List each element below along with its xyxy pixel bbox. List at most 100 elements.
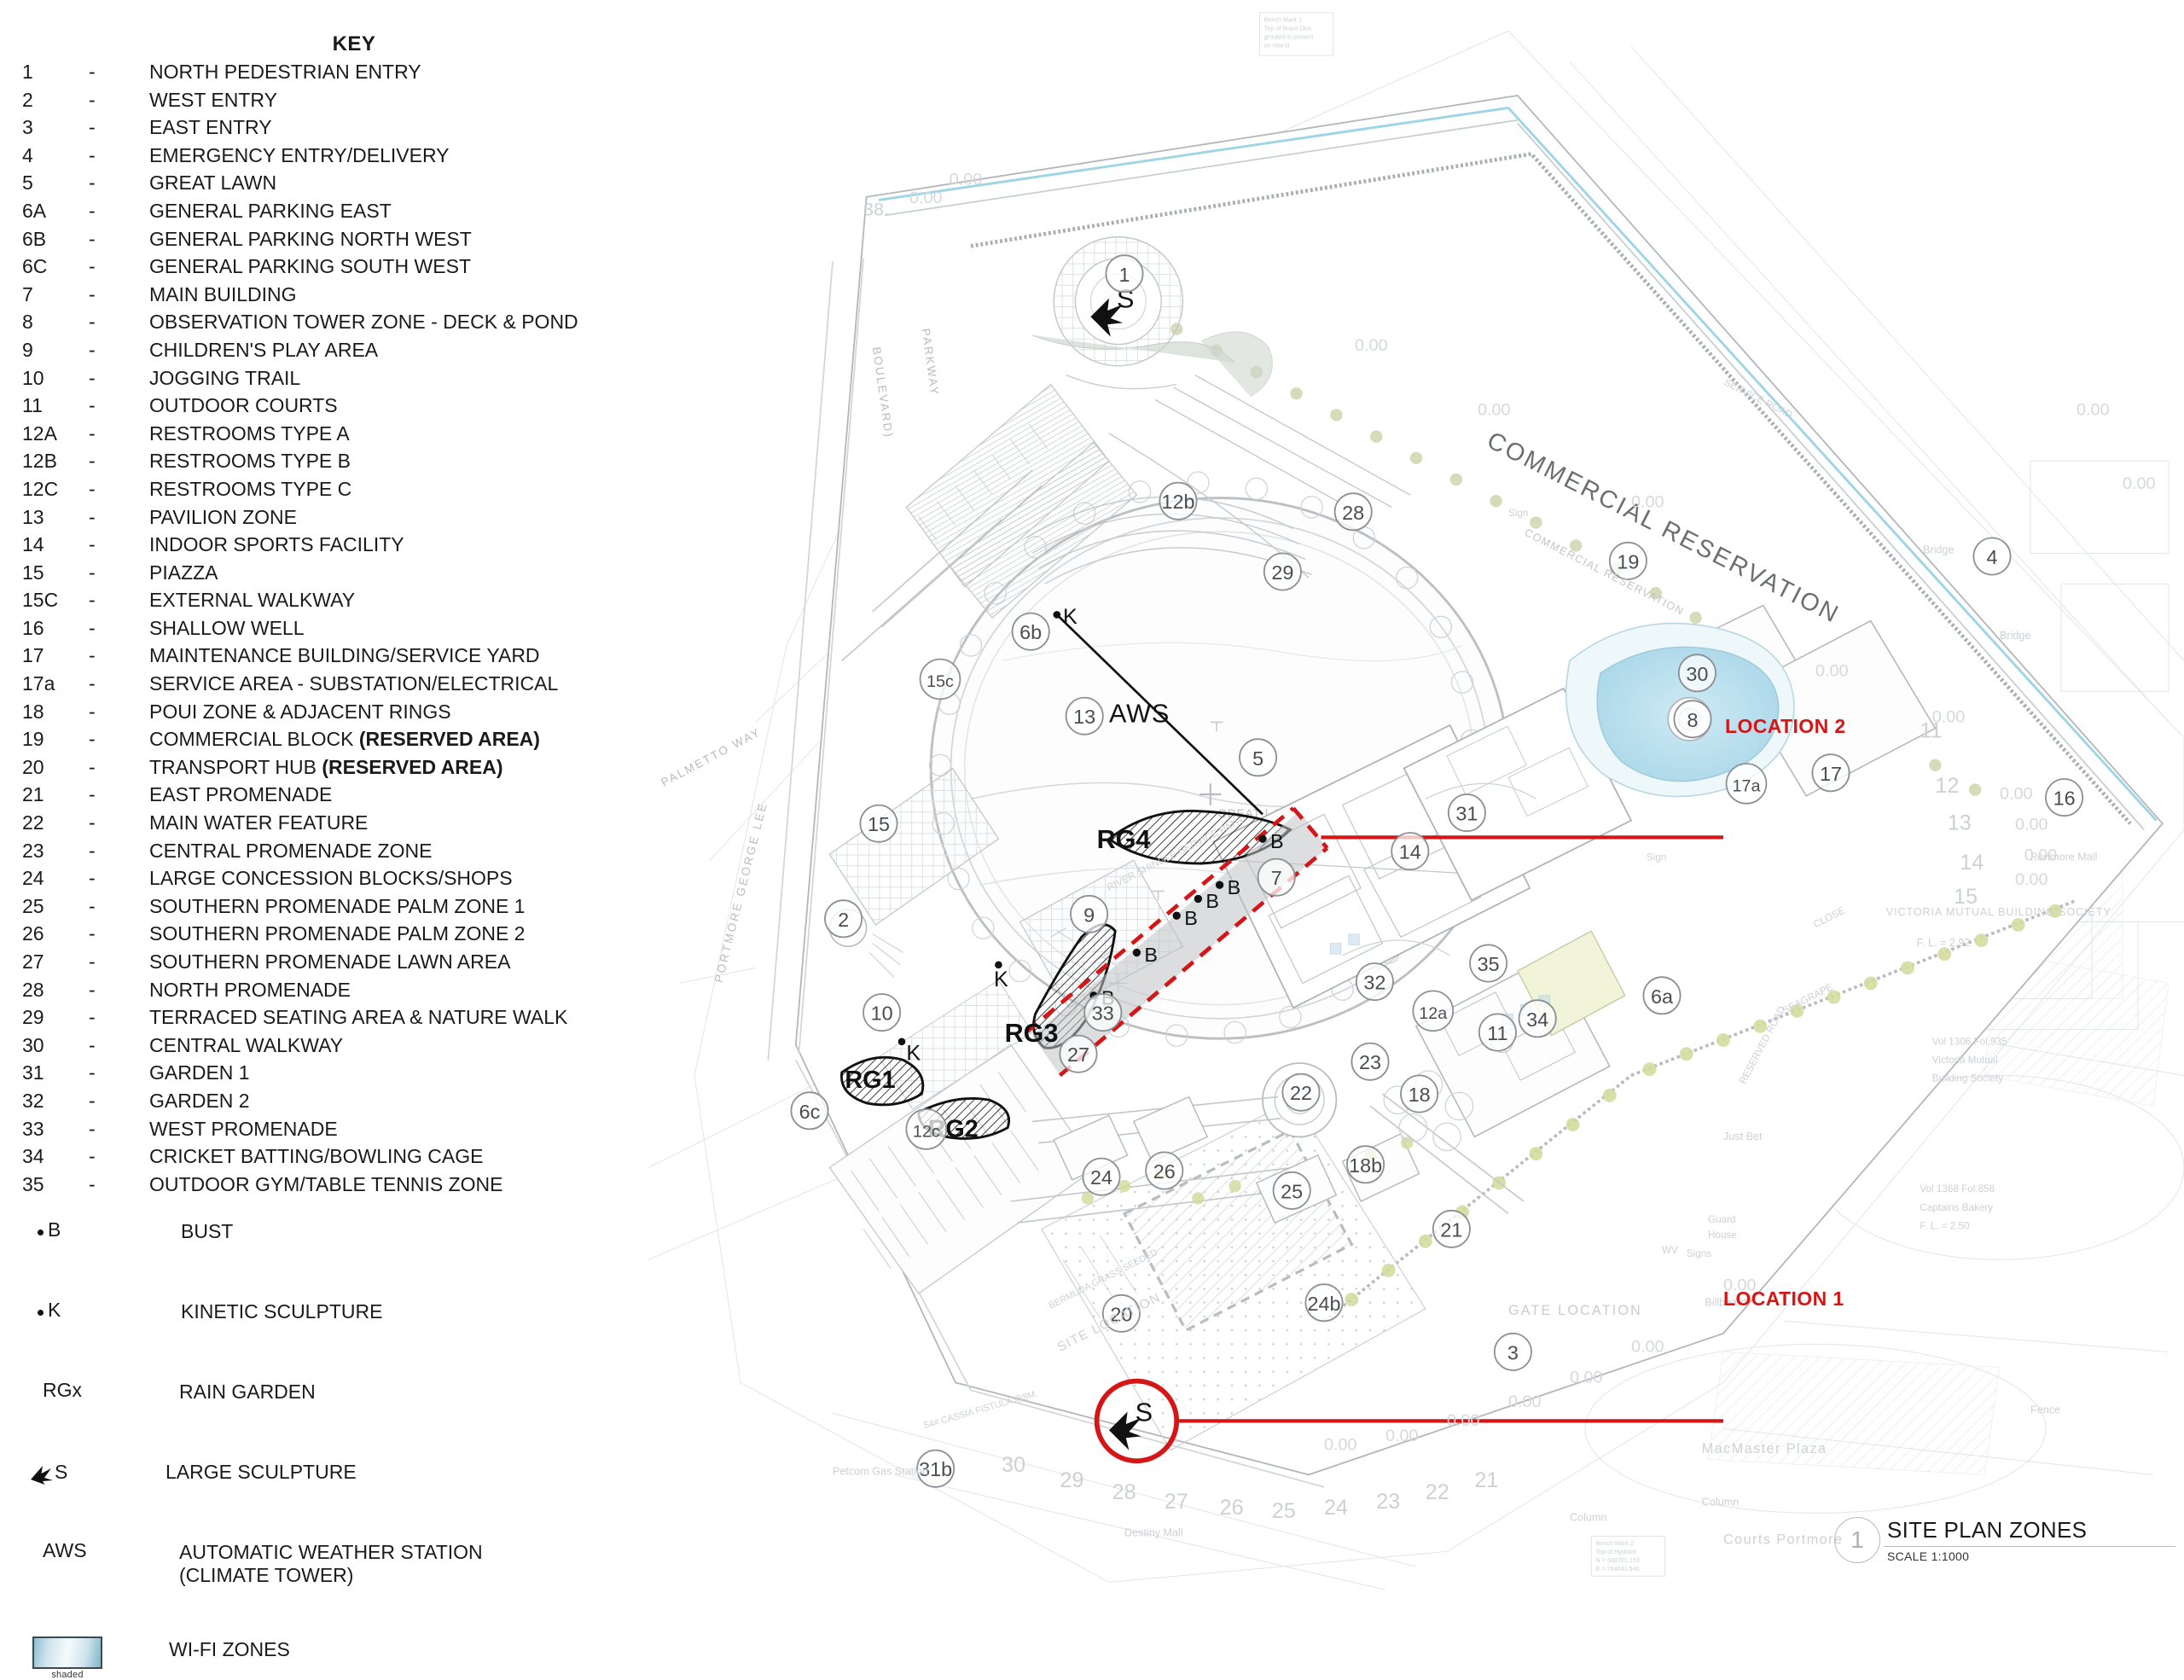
key-row-label: RESTROOMS TYPE C <box>149 477 352 500</box>
zone-bubble-circle <box>859 804 898 843</box>
north-bearing-label: 38. <box>863 198 889 219</box>
svg-text:21: 21 <box>1474 1468 1498 1492</box>
zone-bubble-circle <box>863 993 902 1032</box>
svg-text:27: 27 <box>1165 1490 1188 1514</box>
zone-bubble-12: 12b <box>1159 481 1198 520</box>
symbol-legend-label-line1: WI-FI ZONES <box>169 1638 290 1660</box>
key-row: 4-EMERGENCY ENTRY/DELIVERY <box>22 142 705 170</box>
svg-text:GATE LOCATION: GATE LOCATION <box>1508 1303 1642 1318</box>
key-row-number: 21 <box>22 783 44 806</box>
key-row-number: 12A <box>22 421 57 445</box>
svg-text:N = 688701.153: N = 688701.153 <box>1596 1556 1640 1564</box>
key-row: 18-POUI ZONE & ADJACENT RINGS <box>22 698 705 726</box>
key-row-separator: - <box>89 616 96 639</box>
zone-bubble-circle <box>905 1108 948 1150</box>
zone-bubble-31: 31 <box>1447 793 1486 833</box>
wifi-zone-swatch <box>32 1636 102 1669</box>
map-markers: B B B B B B K K K AWS RG4 RG3 RG1 RG2 S … <box>845 284 1284 1450</box>
svg-text:0.00: 0.00 <box>909 189 943 207</box>
zone-bubble-label: 24b <box>1307 1293 1340 1315</box>
key-row-number: 16 <box>22 616 44 639</box>
bust-marker: B <box>1132 944 1158 966</box>
svg-text:F. L. = 2.92: F. L. = 2.92 <box>1917 937 1971 949</box>
zone-bubble-28: 28 <box>1333 492 1373 532</box>
svg-text:Portmore Mall: Portmore Mall <box>2030 851 2097 863</box>
key-row-separator: - <box>89 421 96 445</box>
key-row-separator: - <box>89 700 96 723</box>
symbol-legend-label: KINETIC SCULPTURE <box>181 1299 705 1323</box>
zone-bubble-label: 27 <box>1067 1043 1089 1066</box>
symbol-legend-label: WI-FI ZONES <box>169 1636 705 1661</box>
seagrape-tree-band <box>1322 898 2077 1322</box>
key-row-separator: - <box>89 867 96 890</box>
key-row-separator: - <box>89 282 96 305</box>
symbol-legend-mark: S <box>22 1459 166 1490</box>
key-row-label: EAST PROMENADE <box>149 783 333 806</box>
key-row-label: MAIN WATER FEATURE <box>149 811 369 834</box>
symbol-legend-label: LARGE SCULPTURE <box>166 1459 705 1484</box>
site-plan-drawing: GREAT LAWN <box>648 0 2184 1596</box>
svg-text:Billboard: Billboard <box>1705 1296 1746 1308</box>
zone-bubble-label: 5 <box>1252 747 1263 770</box>
key-row: 21-EAST PROMENADE <box>22 781 705 809</box>
zone-bubble-circle <box>1346 1145 1385 1184</box>
zone-bubble-label: 14 <box>1399 841 1421 863</box>
key-row: 12B-RESTROOMS TYPE B <box>22 447 705 475</box>
zone-bubble-circle <box>1159 481 1198 520</box>
svg-text:Sign: Sign <box>1647 852 1666 863</box>
location-1-circle <box>1094 1378 1180 1464</box>
key-row-separator: - <box>89 1006 96 1029</box>
zone-bubble-2: 2 <box>824 899 863 939</box>
svg-text:12: 12 <box>1935 774 1959 798</box>
zone-bubble-label: 28 <box>1342 502 1364 524</box>
key-row-label: WEST ENTRY <box>149 88 277 111</box>
zone-bubble-label: 17a <box>1732 776 1760 795</box>
svg-text:Petcom Gas Station: Petcom Gas Station <box>833 1465 928 1477</box>
zone-bubble-circle <box>1105 254 1144 294</box>
svg-text:B: B <box>1205 890 1219 912</box>
key-row: 25-SOUTHERN PROMENADE PALM ZONE 1 <box>22 892 705 921</box>
key-row: 17a-SERVICE AREA - SUBSTATION/ELECTRICAL <box>22 670 705 698</box>
zone-bubble-label: 34 <box>1526 1009 1548 1031</box>
key-row-label: CRICKET BATTING/BOWLING CAGE <box>149 1145 484 1168</box>
maintenance-building <box>1740 619 1937 797</box>
zone-bubble-label: 22 <box>1290 1082 1312 1104</box>
large-sculpture-icon <box>31 1466 53 1485</box>
key-title-text: KEY <box>332 32 376 55</box>
symbol-legend-mark: K <box>22 1299 181 1329</box>
zone-bubble-label: 15 <box>868 813 890 835</box>
key-row-number: 12B <box>22 450 57 473</box>
key-row-label: EMERGENCY ENTRY/DELIVERY <box>149 143 450 166</box>
svg-text:0.00: 0.00 <box>2015 870 2048 889</box>
key-row-label: WEST PROMENADE <box>149 1117 338 1140</box>
zone-bubble-circle <box>1333 492 1373 532</box>
zone-bubble-label: 29 <box>1271 561 1293 584</box>
zone-bubble-label: 13 <box>1073 706 1095 728</box>
zone-bubble-label: 3 <box>1507 1341 1519 1363</box>
zone-bubble-circle <box>1642 976 1682 1015</box>
svg-text:29: 29 <box>1060 1468 1083 1492</box>
svg-text:15: 15 <box>1954 885 1978 909</box>
zone-bubble-circle <box>1082 1157 1121 1196</box>
zone-bubble-circle <box>1391 832 1430 871</box>
symbol-legend-label: RAIN GARDEN <box>179 1379 705 1404</box>
key-row-separator: - <box>89 1061 96 1084</box>
key-row-separator: - <box>89 1145 96 1168</box>
symbol-legend-label-line1: AUTOMATIC WEATHER STATION <box>179 1541 483 1563</box>
key-row-label: INDOOR SPORTS FACILITY <box>149 533 404 556</box>
key-row-separator: - <box>89 199 96 222</box>
key-row-number: 5 <box>22 171 33 195</box>
zone-bubble-circle <box>919 658 961 700</box>
key-row: 13-PAVILION ZONE <box>22 503 705 532</box>
drawing-title-block: 1 SITE PLAN ZONES SCALE 1:1000 <box>1834 1517 2175 1585</box>
zone-bubble-circle <box>1400 1074 1439 1113</box>
zone-bubble-circle <box>1101 1293 1141 1333</box>
zone-bubble-label: 35 <box>1478 953 1500 975</box>
key-row: 9-CHILDREN'S PLAY AREA <box>22 336 705 364</box>
symbol-letter: S <box>55 1460 68 1483</box>
zone-bubble-label: 11 <box>1487 1022 1507 1044</box>
key-row-label: OBSERVATION TOWER ZONE - DECK & POND <box>149 311 578 334</box>
svg-text:0.00: 0.00 <box>2024 846 2058 864</box>
svg-text:0.00: 0.00 <box>1631 1337 1664 1356</box>
